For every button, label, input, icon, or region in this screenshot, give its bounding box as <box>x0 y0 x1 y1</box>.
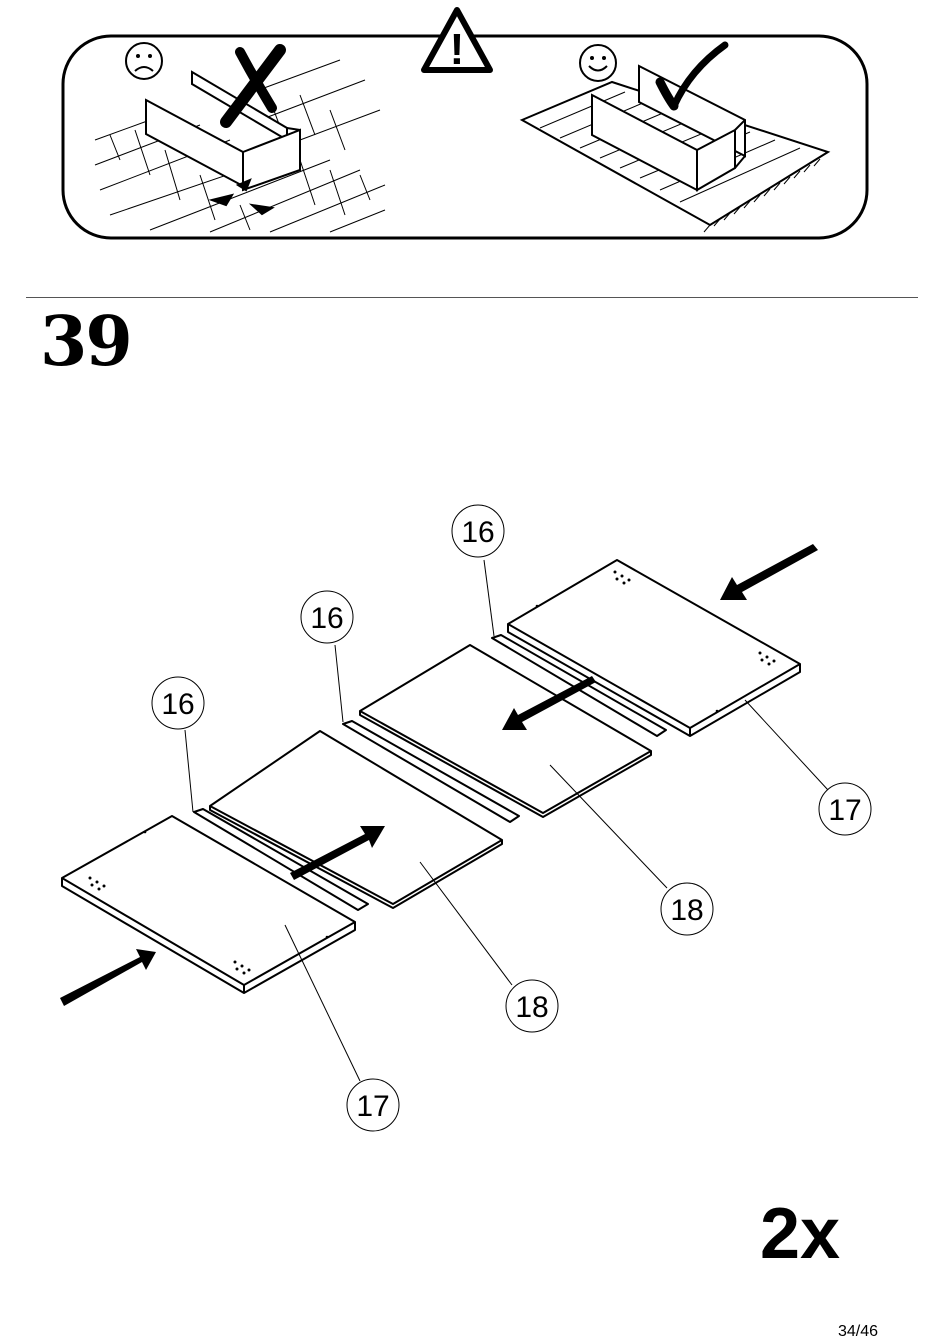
arrow-icon-left-panel <box>60 949 156 1006</box>
leader-line-18-right <box>550 765 667 888</box>
callout-label-16-right: 16 <box>461 516 494 549</box>
leader-line-18-left <box>420 862 512 985</box>
leader-line-17-right <box>745 700 828 790</box>
warning-panel: ! <box>0 0 950 260</box>
section-divider <box>26 297 918 298</box>
callout-label-18-left: 18 <box>515 991 548 1024</box>
assembly-diagram: 16 16 16 17 17 18 18 <box>0 480 950 1160</box>
leader-line-16-middle <box>335 645 343 722</box>
sad-face-icon <box>126 43 162 79</box>
callout-label-16-middle: 16 <box>310 602 343 635</box>
callout-label-16-left: 16 <box>161 688 194 721</box>
leader-line-16-left <box>185 730 193 812</box>
callout-label-18-right: 18 <box>670 894 703 927</box>
warning-symbol: ! <box>450 25 465 74</box>
step-number: 39 <box>40 302 131 382</box>
happy-face-icon <box>580 45 616 81</box>
leader-line-16-right <box>484 560 494 636</box>
page-number: 34/46 <box>838 1322 878 1342</box>
callout-label-17-right: 17 <box>828 794 861 827</box>
callout-label-17-left: 17 <box>356 1090 389 1123</box>
arrow-icon-right-panel <box>720 544 818 600</box>
quantity-label: 2x <box>760 1192 840 1276</box>
